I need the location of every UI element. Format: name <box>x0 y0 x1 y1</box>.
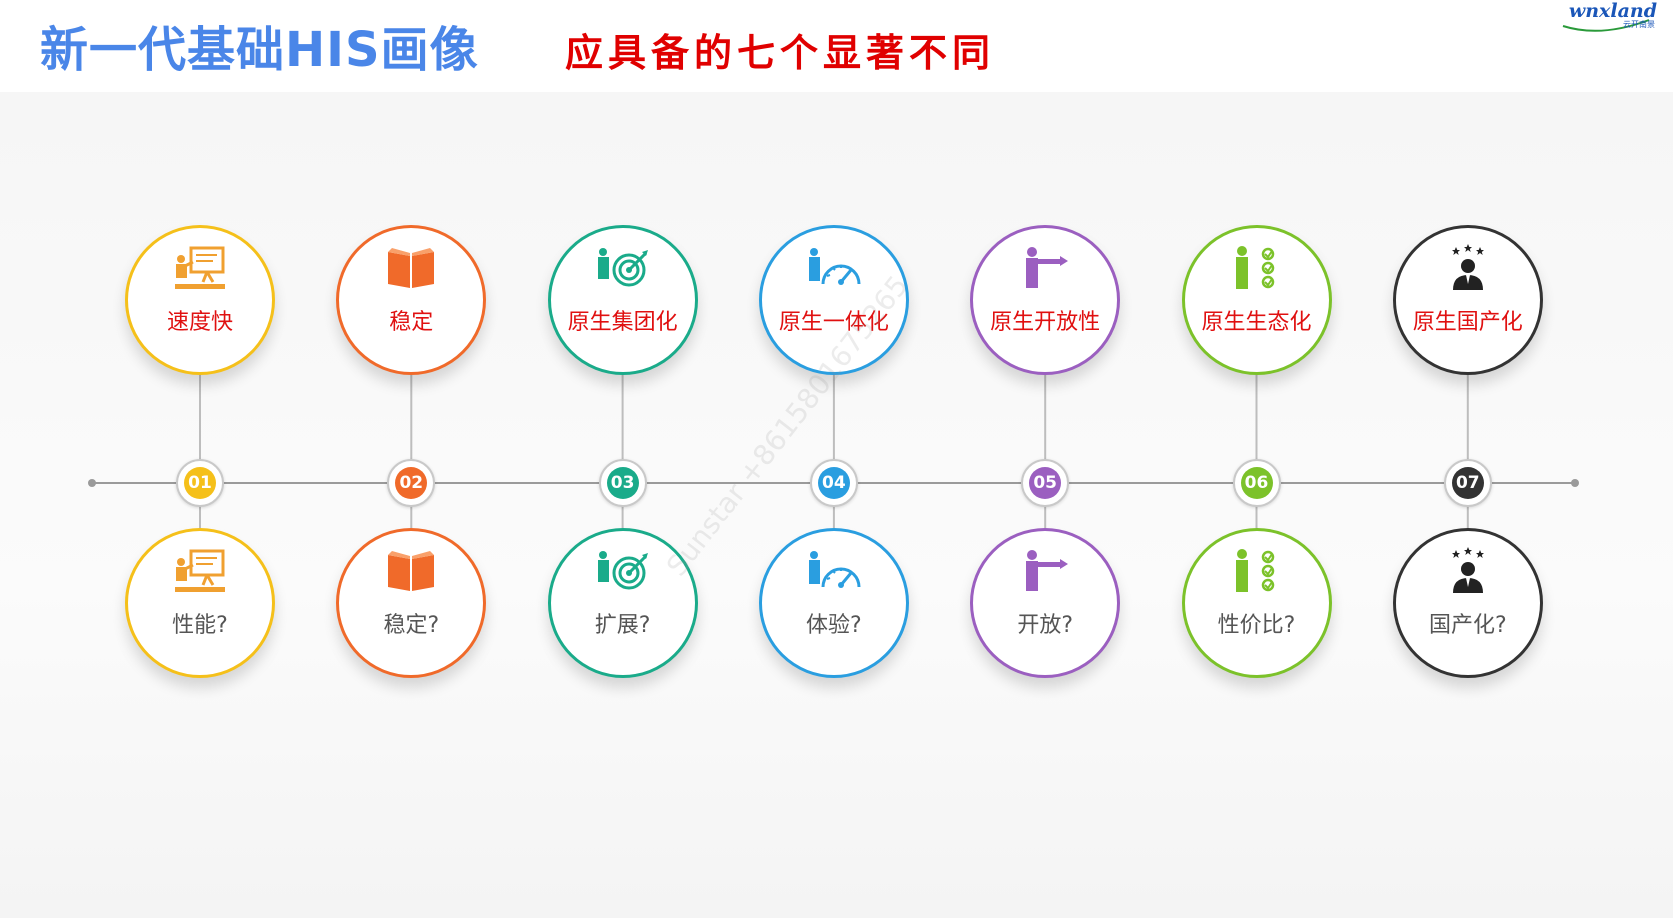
feature-label: 速度快 <box>166 310 233 335</box>
question-node-04 <box>758 528 909 678</box>
step-number-badge-03: 03 <box>598 459 647 507</box>
logo-swoosh-icon <box>1562 19 1650 32</box>
feature-label: 原生一体化 <box>778 310 889 335</box>
step-number-badge-05: 05 <box>1021 459 1070 507</box>
speedometer-icon <box>807 244 861 292</box>
presentation-icon <box>173 244 227 292</box>
brand-logo: wnxland 云开南景 <box>1561 0 1657 34</box>
question-label: 开放? <box>1017 613 1074 638</box>
question-node-05 <box>970 528 1121 678</box>
question-node-03 <box>547 528 698 678</box>
feature-node-03 <box>547 225 698 375</box>
target-icon <box>596 244 650 292</box>
timeline-start-dot <box>88 479 96 487</box>
feature-node-06 <box>1181 225 1332 375</box>
question-node-01 <box>125 528 275 678</box>
book-icon <box>384 547 438 595</box>
timeline-end-dot <box>1571 479 1579 487</box>
diagram-panel: 速度快性能? 01 稳定稳定? 02 原生集团化扩展? 03 原生一体化体验? 04 原生开放性… <box>0 92 1673 918</box>
feature-label: 原生生态化 <box>1201 310 1312 335</box>
feature-node-04 <box>758 225 909 375</box>
feature-label: 原生集团化 <box>567 310 678 335</box>
feature-label: 原生开放性 <box>990 310 1101 335</box>
step-number: 06 <box>1240 467 1273 499</box>
step-number: 07 <box>1451 467 1484 499</box>
step-number: 04 <box>817 467 850 499</box>
checklist-icon <box>1230 547 1284 595</box>
step-number-badge-06: 06 <box>1232 459 1281 507</box>
star-person-icon <box>1441 244 1495 292</box>
feature-node-05 <box>970 225 1121 375</box>
pointing-person-icon <box>1018 244 1072 292</box>
logo-subtext: 云开南景 <box>1623 20 1655 29</box>
logo-text: wnxland <box>1568 0 1657 22</box>
feature-label: 原生国产化 <box>1412 310 1523 335</box>
question-label: 国产化? <box>1428 613 1507 638</box>
question-label: 扩展? <box>594 613 651 638</box>
step-number-badge-04: 04 <box>809 459 858 507</box>
speedometer-icon <box>807 547 861 595</box>
question-node-02 <box>336 528 487 678</box>
book-icon <box>384 244 438 292</box>
question-label: 性能? <box>172 613 228 638</box>
question-node-06 <box>1181 528 1332 678</box>
star-person-icon <box>1441 547 1495 595</box>
step-number: 02 <box>395 467 428 499</box>
page-subtitle: 应具备的七个显著不同 <box>565 31 996 75</box>
feature-node-01 <box>125 225 275 375</box>
question-label: 稳定? <box>383 613 440 638</box>
question-label: 体验? <box>806 613 862 638</box>
presentation-icon <box>173 547 227 595</box>
page-title: 新一代基础HIS画像 <box>40 22 479 78</box>
header: 新一代基础HIS画像 应具备的七个显著不同 wnxland 云开南景 <box>0 0 1673 92</box>
step-number: 05 <box>1029 467 1062 499</box>
target-icon <box>596 547 650 595</box>
step-number-badge-01: 01 <box>176 459 224 507</box>
feature-node-02 <box>336 225 487 375</box>
feature-label: 稳定 <box>389 310 434 335</box>
pointing-person-icon <box>1018 547 1072 595</box>
step-number: 01 <box>184 467 216 499</box>
step-number-badge-02: 02 <box>387 459 436 507</box>
checklist-icon <box>1230 244 1284 292</box>
step-number-badge-07: 07 <box>1443 459 1492 507</box>
question-label: 性价比? <box>1217 613 1296 638</box>
step-number: 03 <box>606 467 639 499</box>
